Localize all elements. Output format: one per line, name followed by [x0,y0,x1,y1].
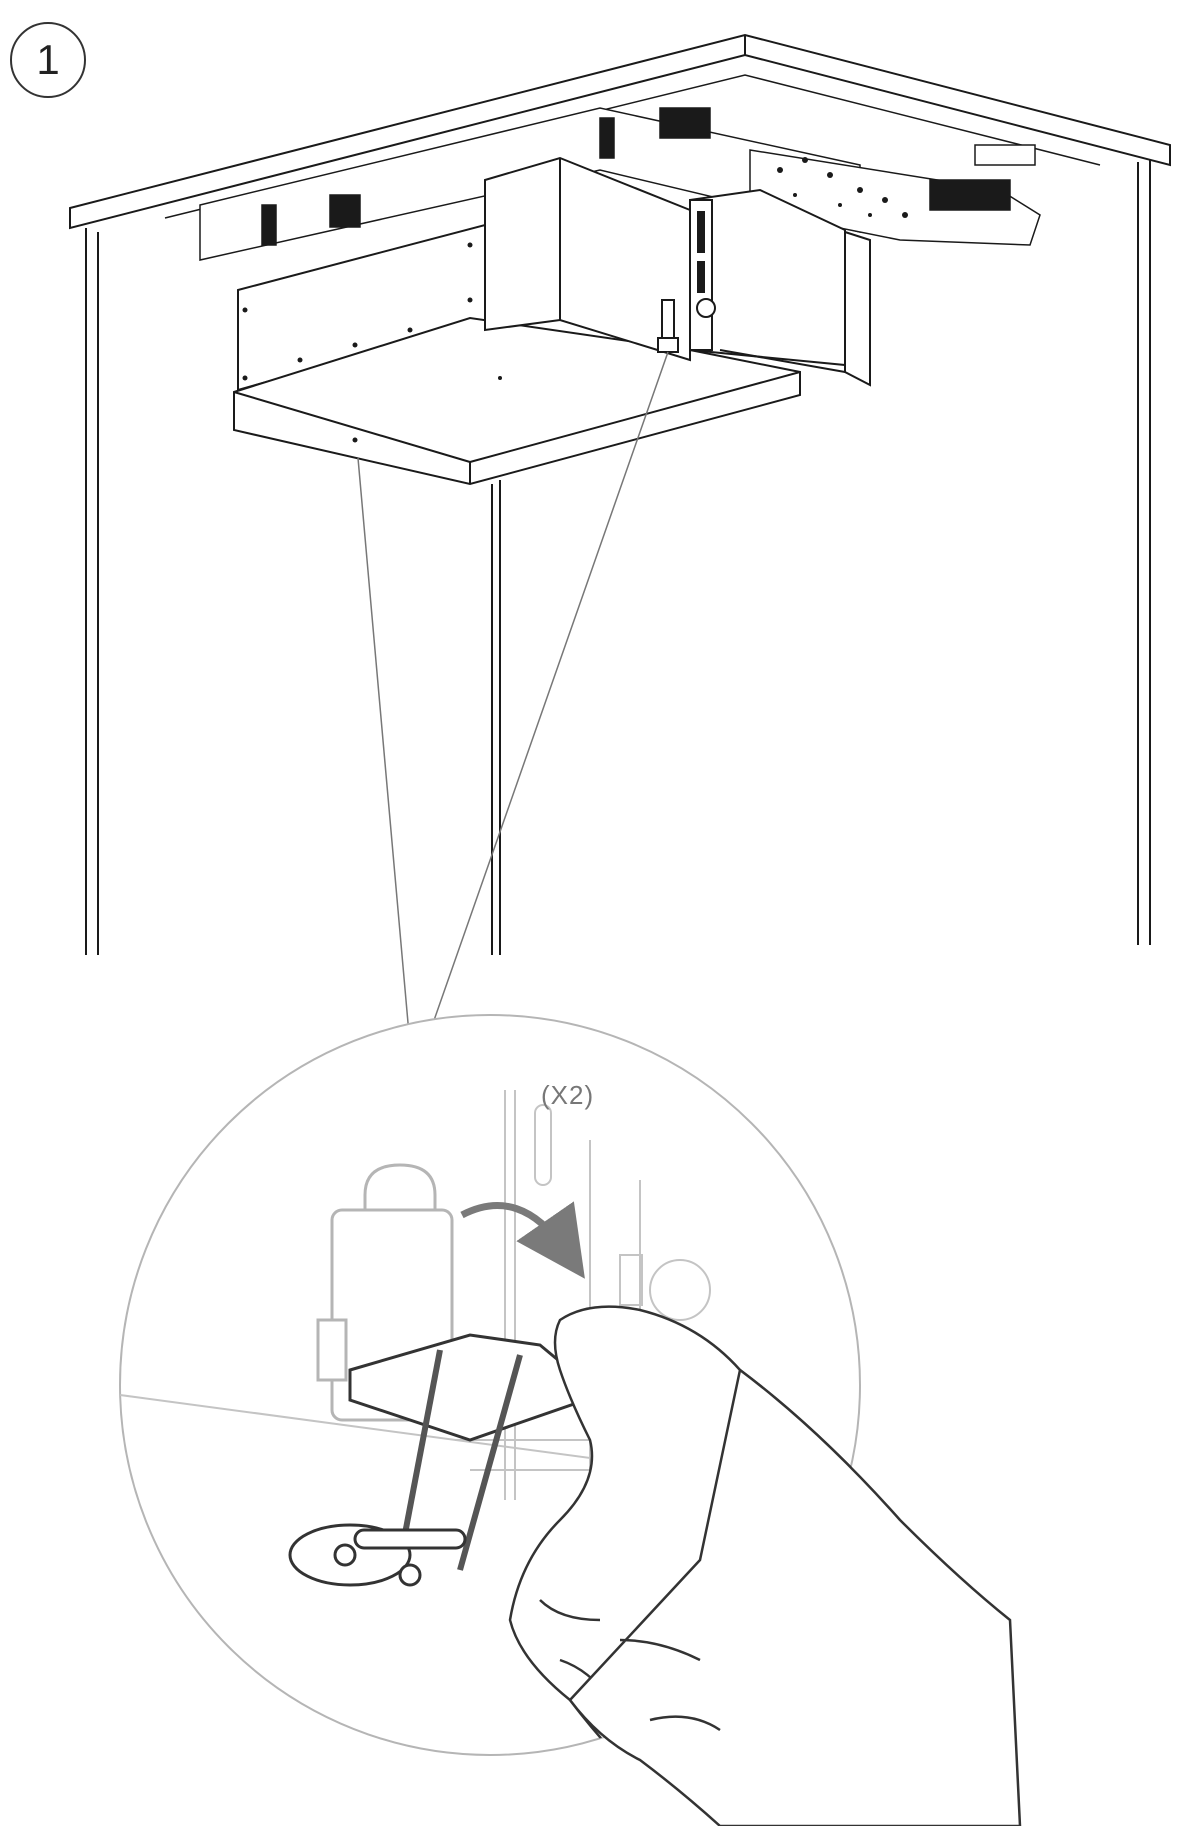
hob-unit-main [484,156,871,387]
curved-arrow-icon [460,1201,585,1279]
hand-arm [568,1367,1022,1828]
step-number: 1 [36,36,60,83]
step-badge-circle [10,22,86,98]
detail-leader-lines [357,351,669,1069]
hob-unit-left [233,223,801,486]
latch-lever [288,1333,604,1587]
cabinet-walls [85,160,1151,955]
quantity-label: (X2) [541,1080,595,1110]
